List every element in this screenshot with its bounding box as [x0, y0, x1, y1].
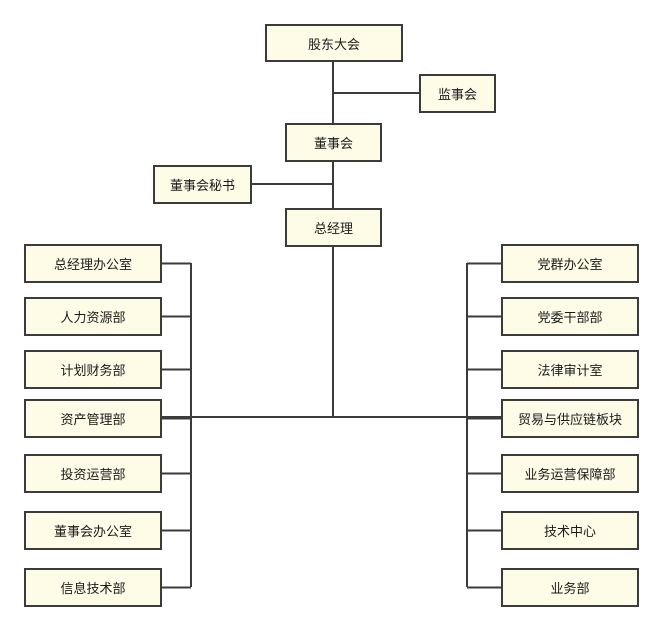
dept-trade-supply-chain[interactable]: 贸易与供应链板块 [501, 399, 639, 438]
dept-party-office[interactable]: 党群办公室 [501, 244, 639, 283]
dept-asset-management[interactable]: 资产管理部 [24, 399, 162, 438]
dept-business[interactable]: 业务部 [501, 568, 639, 607]
dept-party-cadre[interactable]: 党委干部部 [501, 297, 639, 336]
dept-investment-operations[interactable]: 投资运营部 [24, 454, 162, 493]
general-manager-box[interactable]: 总经理 [285, 208, 382, 247]
supervisors-box[interactable]: 监事会 [419, 74, 496, 113]
dept-general-office[interactable]: 总经理办公室 [24, 244, 162, 283]
dept-legal-audit[interactable]: 法律审计室 [501, 350, 639, 389]
board-box[interactable]: 董事会 [285, 123, 382, 162]
board-secretary-box[interactable]: 董事会秘书 [153, 165, 252, 204]
dept-operations-support[interactable]: 业务运营保障部 [501, 454, 639, 493]
dept-technology-center[interactable]: 技术中心 [501, 511, 639, 550]
dept-information-technology[interactable]: 信息技术部 [24, 568, 162, 607]
dept-finance-planning[interactable]: 计划财务部 [24, 350, 162, 389]
dept-human-resources[interactable]: 人力资源部 [24, 297, 162, 336]
dept-board-office[interactable]: 董事会办公室 [24, 511, 162, 550]
shareholders-box[interactable]: 股东大会 [265, 24, 403, 62]
